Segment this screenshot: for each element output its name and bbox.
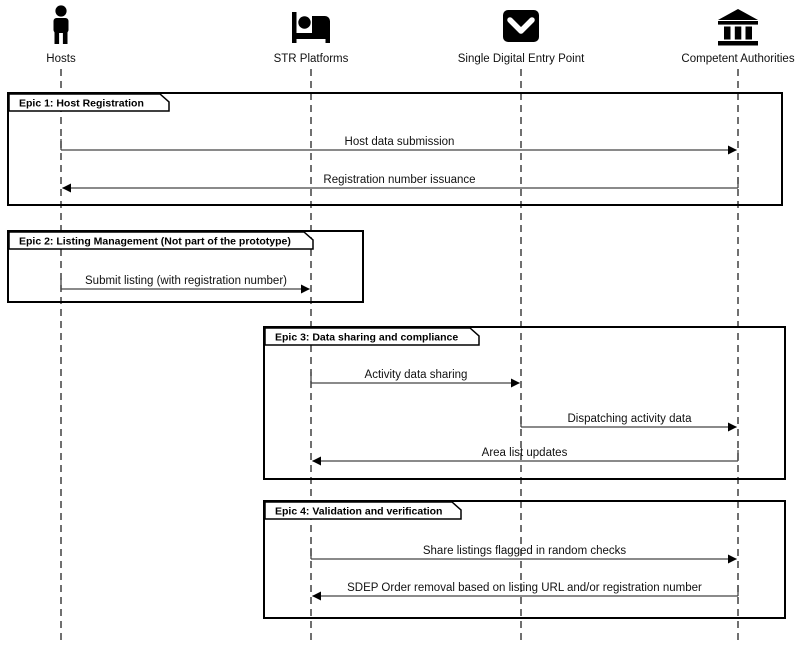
fragment-label: Epic 4: Validation and verification: [275, 506, 442, 518]
fragment-epic2: Epic 2: Listing Management (Not part of …: [7, 230, 364, 303]
message-label: Activity data sharing: [365, 369, 468, 381]
message-label: SDEP Order removal based on listing URL …: [347, 582, 702, 594]
actors-layer: Hosts STR Platforms Single Digital Entry P…: [46, 5, 795, 65]
participant-authorities[interactable]: Competent Authorities: [681, 9, 795, 65]
fragment-label: Epic 1: Host Registration: [19, 98, 144, 110]
person-icon: [53, 5, 69, 44]
fragment-tab: [8, 93, 170, 112]
message-label: Area list updates: [482, 447, 568, 459]
message-epic1-msg1[interactable]: Host data submission: [60, 136, 737, 155]
participant-str_platforms[interactable]: STR Platforms: [274, 12, 349, 65]
envelope-icon: [503, 10, 539, 42]
message-epic4-msg1[interactable]: Share listings flagged in random checks: [310, 545, 737, 564]
fragment-border: [7, 230, 364, 303]
message-label: Dispatching activity data: [567, 413, 692, 425]
message-epic3-msg3[interactable]: Area list updates: [312, 447, 739, 466]
bank-icon: [718, 9, 758, 46]
fragment-tab: [264, 327, 480, 346]
message-epic1-msg2[interactable]: Registration number issuance: [62, 174, 739, 193]
message-label: Share listings flagged in random checks: [423, 545, 627, 557]
message-epic3-msg2[interactable]: Dispatching activity data: [520, 413, 737, 432]
participant-label: Single Digital Entry Point: [458, 53, 585, 65]
message-label: Registration number issuance: [323, 174, 475, 186]
bed-icon: [292, 12, 330, 43]
participant-sdep[interactable]: Single Digital Entry Point: [458, 10, 585, 65]
participant-label: Competent Authorities: [681, 53, 794, 65]
fragment-label: Epic 2: Listing Management (Not part of …: [19, 236, 291, 248]
fragment-border: [263, 326, 786, 480]
message-epic2-msg1[interactable]: Submit listing (with registration number…: [60, 275, 310, 294]
participant-label: STR Platforms: [274, 53, 349, 65]
fragment-border: [7, 92, 783, 206]
fragment-epic3: Epic 3: Data sharing and complianceActiv…: [263, 326, 786, 480]
fragment-label: Epic 3: Data sharing and compliance: [275, 332, 458, 344]
participant-hosts[interactable]: Hosts: [46, 5, 76, 65]
fragment-border: [263, 500, 786, 619]
message-epic4-msg2[interactable]: SDEP Order removal based on listing URL …: [312, 582, 739, 601]
fragment-tab: [264, 501, 462, 520]
fragment-tab: [8, 231, 314, 250]
fragment-epic4: Epic 4: Validation and verificationShare…: [263, 500, 786, 619]
message-label: Host data submission: [345, 136, 455, 148]
message-epic3-msg1[interactable]: Activity data sharing: [310, 369, 520, 388]
participant-label: Hosts: [46, 53, 76, 65]
message-label: Submit listing (with registration number…: [85, 275, 287, 287]
